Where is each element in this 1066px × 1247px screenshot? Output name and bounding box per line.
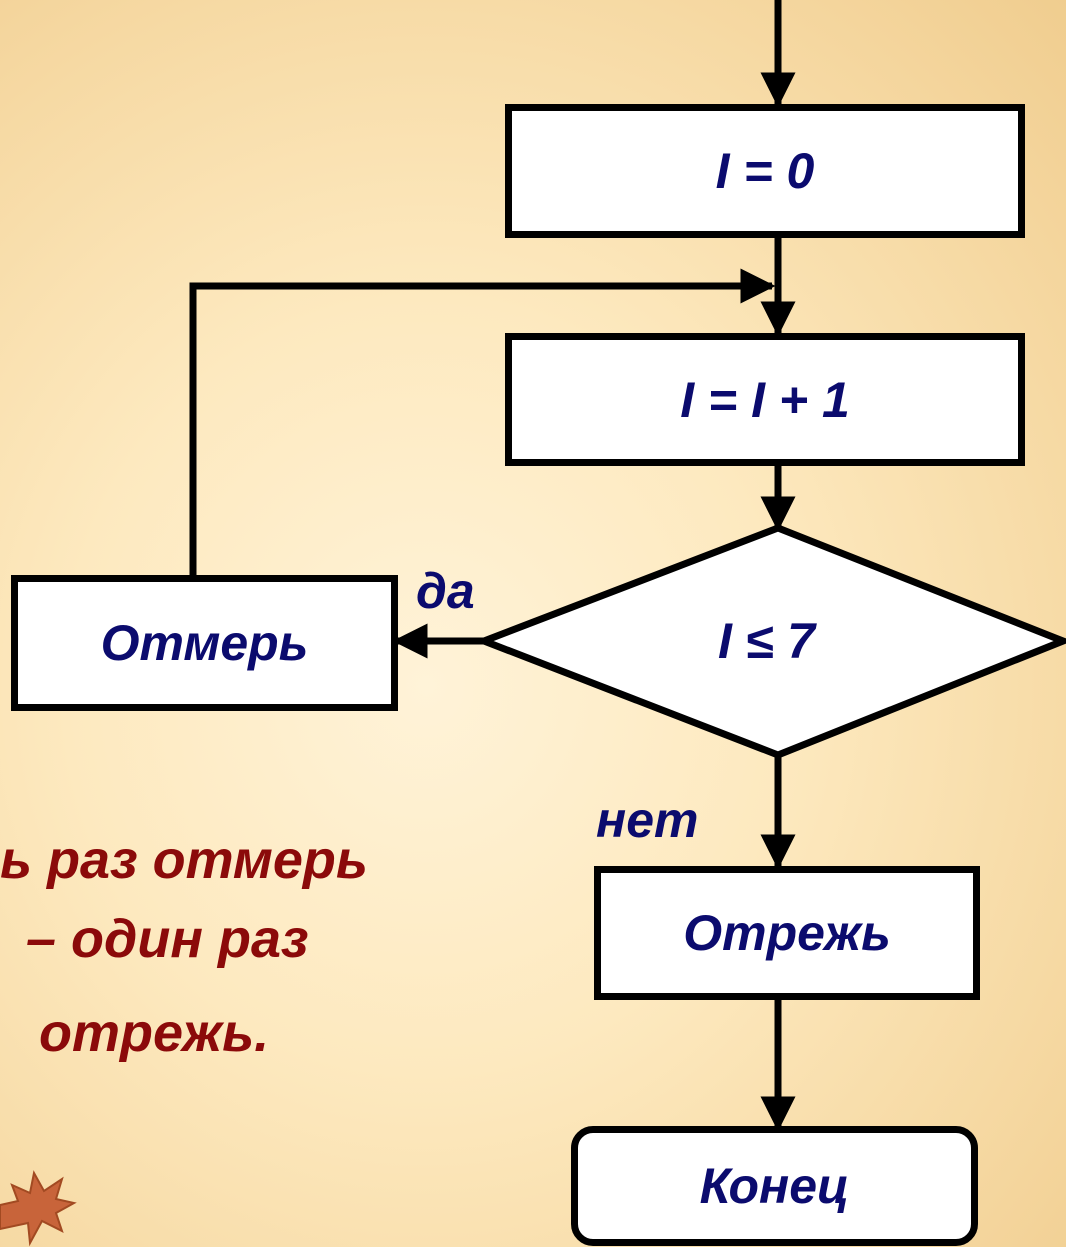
proverb-line-3: отрежь. (39, 1003, 270, 1063)
loop-back-line (189, 268, 776, 577)
proverb-line-1: ь раз отмерь (0, 830, 368, 890)
cut-text: Отрежь (683, 905, 891, 961)
init-step-text: I = 0 (715, 143, 815, 199)
measure-box: Отмерь (11, 575, 398, 711)
increment-step-text: I = I + 1 (680, 371, 850, 428)
condition-diamond (474, 524, 1066, 759)
cut-box: Отрежь (594, 866, 980, 1000)
measure-text: Отмерь (100, 615, 309, 671)
maple-leaf-icon (0, 1170, 77, 1247)
yes-label: да (416, 563, 475, 619)
init-step-box: I = 0 (505, 104, 1025, 238)
end-text: Конец (699, 1158, 850, 1214)
increment-step-box: I = I + 1 (505, 333, 1025, 466)
condition-text: I ≤ 7 (718, 613, 815, 669)
proverb-line-2: – один раз (26, 909, 309, 969)
no-label: нет (596, 792, 699, 848)
end-box: Конец (571, 1126, 978, 1246)
